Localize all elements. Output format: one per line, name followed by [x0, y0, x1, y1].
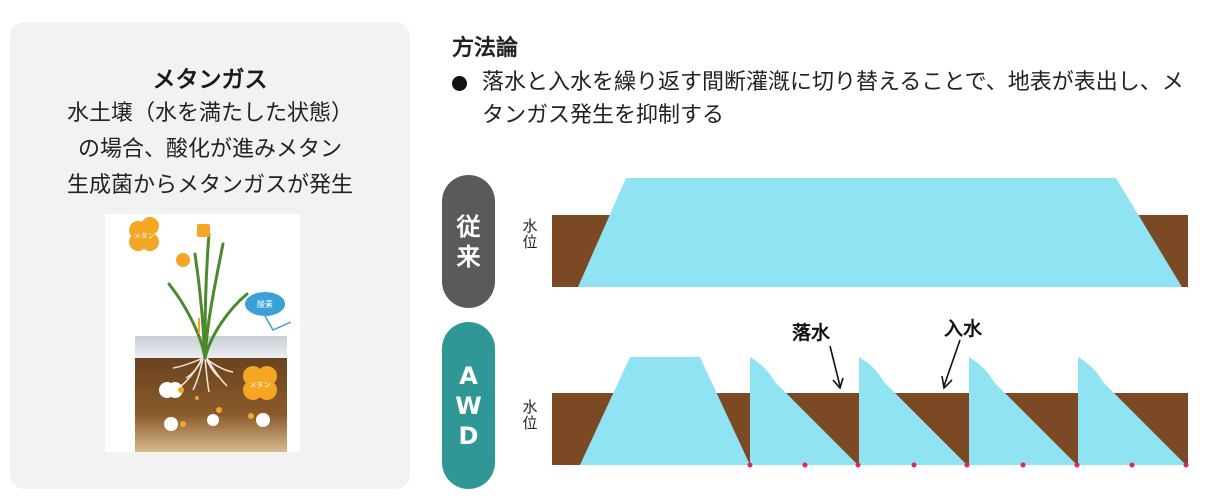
description-line: の場合、酸化が進みメタン	[77, 137, 342, 162]
oxygen-bubble	[245, 292, 285, 316]
rice-paddy-illustration: メタン 酸素 メタン	[105, 214, 300, 452]
method-description: 落水と入水を繰り返す間断灌漑に切り替えることで、地表が表出し、メタンガス発生を抑…	[482, 70, 1184, 128]
flood-label: 入水	[944, 318, 983, 340]
roots	[172, 357, 234, 393]
water-layer	[135, 336, 287, 358]
svg-text:メタン: メタン	[250, 380, 271, 389]
awd-label-char: A	[459, 361, 478, 390]
awd-water-area	[580, 357, 750, 465]
method-title: 方法論	[452, 36, 519, 61]
awd-water-cycle	[859, 357, 967, 465]
conventional-water-area	[578, 178, 1182, 287]
drain-label: 落水	[792, 322, 831, 344]
conventional-label-pill: 従 来	[442, 175, 495, 308]
conventional-label-char: 従	[456, 212, 481, 241]
water-level-diagram	[540, 160, 1200, 484]
panel-title: メタンガス	[152, 67, 268, 93]
flood-arrow	[943, 339, 961, 387]
methane-bubble-label: メタン	[134, 231, 155, 240]
description-line: 水土壌（水を満たした状態）	[66, 101, 353, 126]
microbes	[159, 382, 270, 431]
oxygen-bubble-label: 酸素	[257, 299, 273, 309]
methane-bubble-soil	[243, 366, 277, 400]
awd-label-char: W	[455, 391, 482, 420]
conventional-label-char: 来	[456, 242, 481, 271]
awd-water-cycle	[750, 357, 858, 465]
panel-description: 水土壌（水を満たした状態） の場合、酸化が進みメタン 生成菌からメタンガスが発生	[10, 96, 410, 204]
awd-label-pill: A W D	[442, 322, 495, 489]
awd-water-cycle	[969, 357, 1077, 465]
methane-bubble	[129, 217, 159, 251]
awd-water-cycle	[1078, 357, 1186, 465]
drain-arrow	[829, 345, 841, 387]
rice-plant	[167, 232, 249, 360]
awd-markers	[747, 462, 1189, 468]
description-line: 生成菌からメタンガスが発生	[66, 173, 353, 198]
conventional-water-level-label: 水位	[522, 217, 538, 251]
bullet-icon	[452, 76, 467, 91]
awd-water-level-label: 水位	[522, 398, 538, 432]
awd-label-char: D	[458, 421, 479, 450]
